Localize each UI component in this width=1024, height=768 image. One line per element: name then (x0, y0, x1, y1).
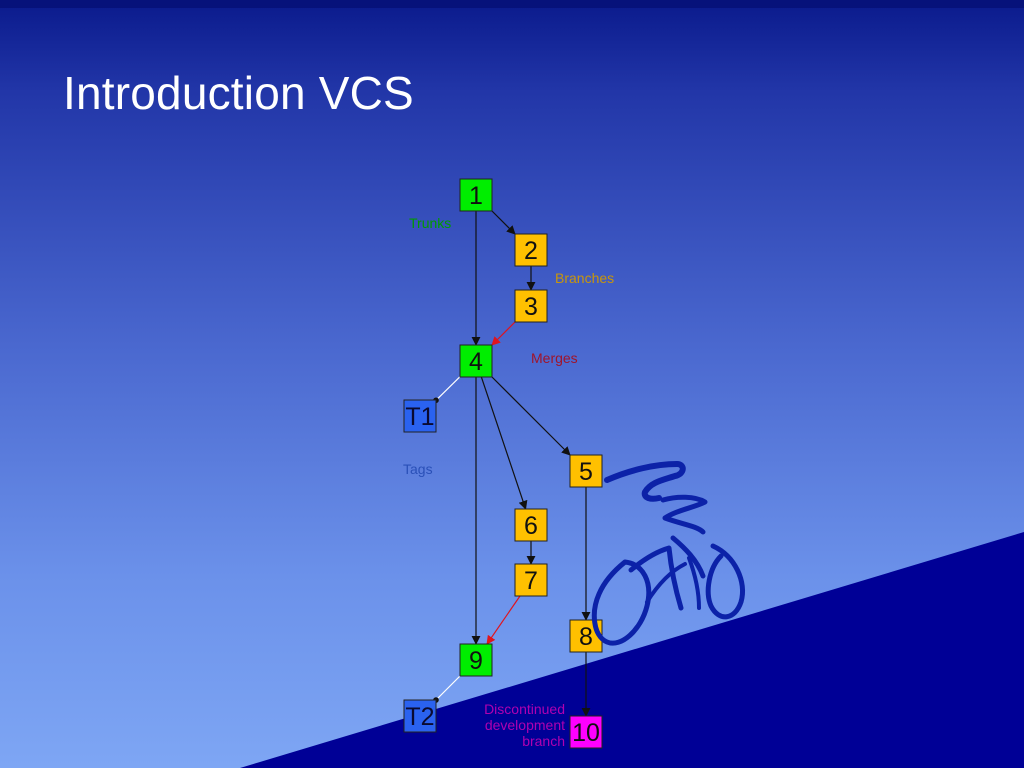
node-3: 3 (514, 289, 548, 323)
node-label: 7 (524, 567, 538, 595)
node-label: 10 (572, 719, 600, 747)
labels-layer: Trunks Branches Merges Tags Discontinued… (403, 215, 614, 749)
node-T2: T2 (403, 699, 437, 733)
edge-n7-n9 (486, 595, 521, 645)
node-10: 10 (569, 715, 603, 749)
label-discontinued-1: Discontinued (484, 701, 565, 717)
node-label: 1 (469, 182, 483, 210)
node-9: 9 (459, 643, 493, 677)
node-label: 8 (579, 623, 593, 651)
node-label: 5 (579, 458, 593, 486)
node-box (459, 643, 493, 677)
node-box (569, 454, 603, 488)
top-bar (0, 0, 1024, 8)
label-trunks: Trunks (409, 215, 451, 231)
edge-n4-n5 (491, 376, 571, 456)
node-label: 4 (469, 348, 483, 376)
edges-layer (433, 210, 591, 717)
node-7: 7 (514, 563, 548, 597)
label-branches: Branches (555, 270, 614, 286)
node-1: 1 (459, 178, 493, 212)
node-box (569, 715, 603, 749)
node-5: 5 (569, 454, 603, 488)
node-box (514, 563, 548, 597)
edge-n1-n2 (491, 210, 516, 235)
node-label: T1 (405, 403, 434, 431)
node-label: T2 (405, 703, 434, 731)
node-4: 4 (459, 344, 493, 378)
edge-n4-nT1 (435, 376, 461, 401)
node-box (403, 399, 437, 433)
label-discontinued-3: branch (522, 733, 565, 749)
node-2: 2 (514, 233, 548, 267)
node-label: 6 (524, 512, 538, 540)
label-tags: Tags (403, 461, 433, 477)
node-box (514, 233, 548, 267)
node-box (459, 178, 493, 212)
node-T1: T1 (403, 399, 437, 433)
node-6: 6 (514, 508, 548, 542)
edge-n9-nT2 (435, 675, 461, 701)
edge-n3-n4 (491, 321, 516, 346)
node-label: 9 (469, 647, 483, 675)
label-discontinued-2: development (485, 717, 565, 733)
cyclist-icon (591, 461, 745, 646)
node-box (514, 289, 548, 323)
slide-title: Introduction VCS (63, 67, 414, 119)
node-label: 2 (524, 237, 538, 265)
node-label: 3 (524, 293, 538, 321)
node-box (514, 508, 548, 542)
nodes-layer: 1 2 3 4T1 5 6 7 8 9T2 10 (403, 178, 603, 749)
label-merges: Merges (531, 350, 578, 366)
edge-n4-n6 (480, 376, 528, 510)
node-box (459, 344, 493, 378)
node-box (403, 699, 437, 733)
